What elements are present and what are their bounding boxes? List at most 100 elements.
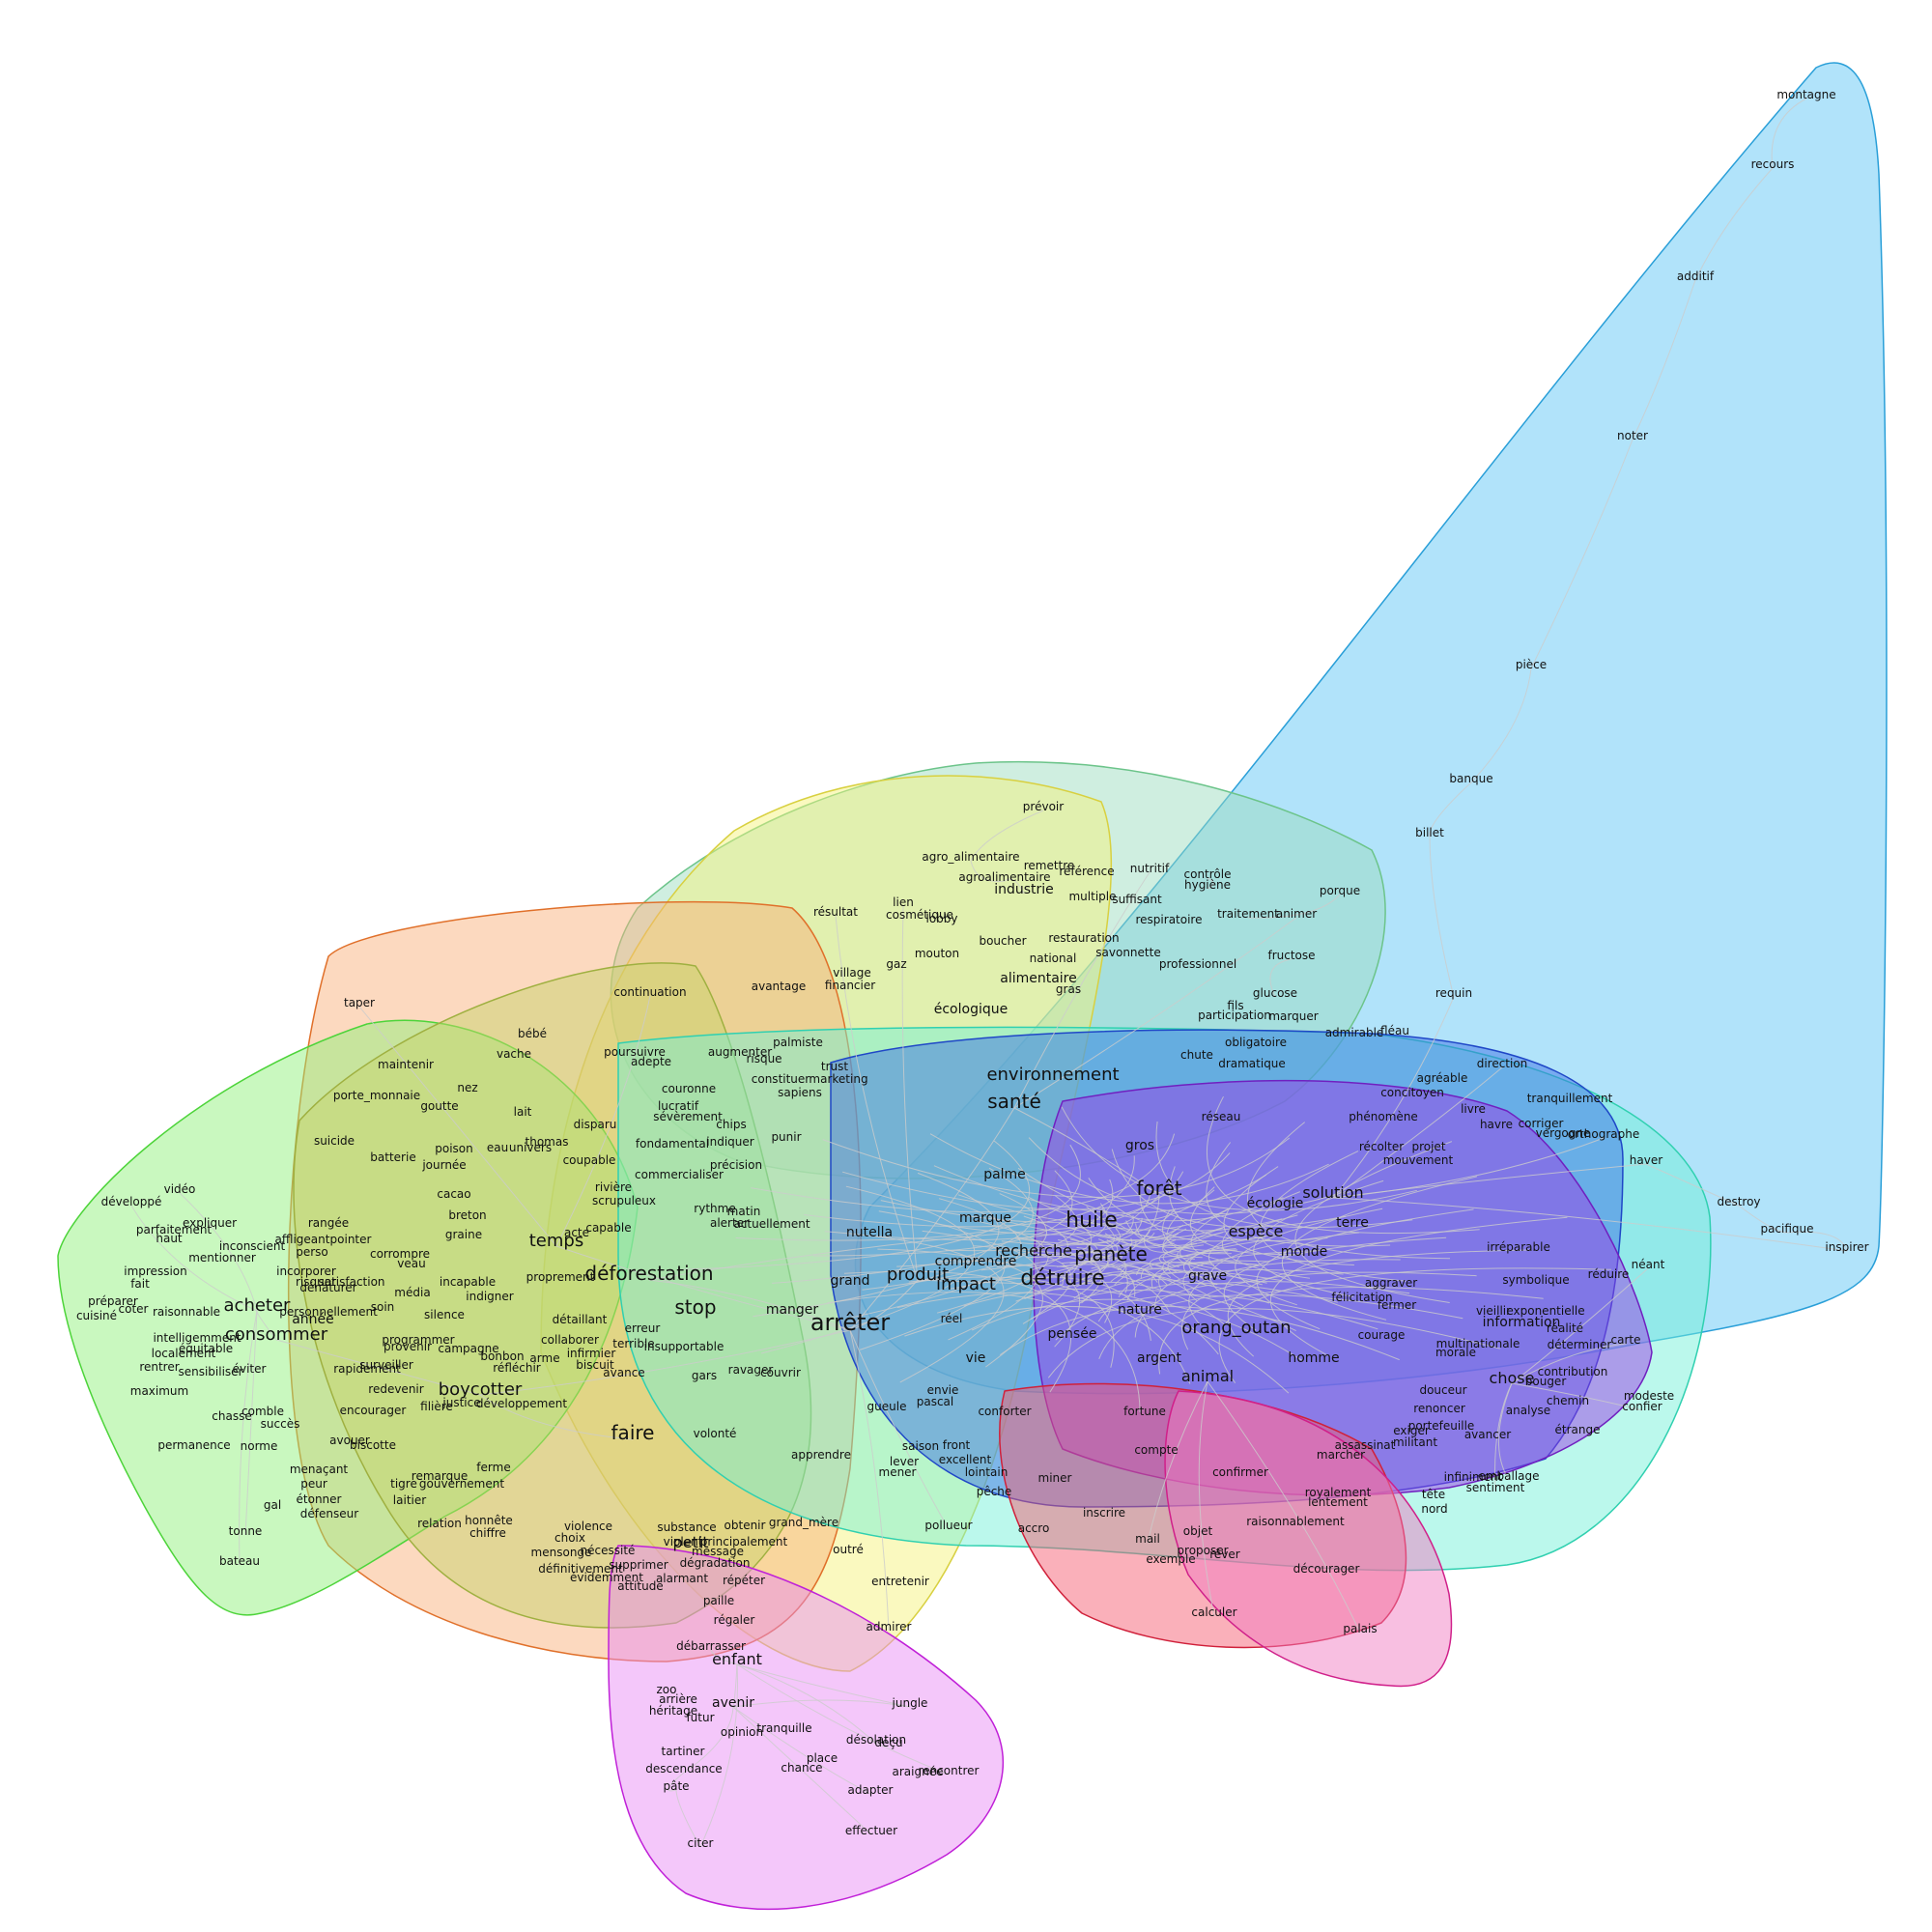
network-edge (1235, 1208, 1383, 1306)
network-edge (1151, 1262, 1258, 1290)
word-label: gaz (886, 957, 906, 971)
word-label: tigre (390, 1477, 417, 1491)
network-edge (1155, 1121, 1413, 1229)
word-label: référence (1059, 865, 1114, 878)
network-edge (732, 1706, 871, 1795)
word-label: étrange (1555, 1423, 1601, 1436)
word-label: infirmier (567, 1347, 616, 1360)
network-edge (1069, 1232, 1155, 1247)
word-label: univers (509, 1141, 552, 1154)
network-edge (849, 1279, 919, 1331)
word-label: inconscient (219, 1239, 286, 1253)
word-label: erreur (625, 1321, 661, 1335)
word-label: lointain (965, 1465, 1009, 1479)
word-label: détruire (1020, 1266, 1104, 1291)
network-edge (736, 1663, 911, 1708)
word-label: marketing (809, 1072, 867, 1086)
word-label: orang_outan (1181, 1318, 1291, 1338)
word-label: pollueur (924, 1519, 972, 1532)
network-edge (772, 1167, 1034, 1284)
word-label: impact (936, 1274, 996, 1294)
network-edge (1247, 894, 1341, 919)
word-label: noter (1617, 429, 1648, 442)
word-label: couronne (662, 1082, 716, 1095)
network-edge (1004, 878, 1025, 895)
word-label: boucher (979, 934, 1026, 948)
word-label: palme (983, 1167, 1026, 1182)
word-label: avouer (329, 1434, 370, 1447)
word-label: réduire (1588, 1267, 1630, 1281)
network-edge (1114, 1268, 1225, 1286)
word-label: temps (529, 1231, 583, 1251)
word-label: inscrire (1083, 1506, 1125, 1520)
network-edge (970, 810, 1044, 862)
network-edge (244, 1310, 258, 1536)
word-label: biscotte (350, 1438, 396, 1452)
word-label: violent (664, 1535, 703, 1548)
word-label: fléau (1380, 1024, 1409, 1037)
word-label: pensée (1048, 1326, 1097, 1342)
word-label: sensibiliser (178, 1365, 242, 1378)
word-label: média (394, 1286, 430, 1299)
word-label: concitoyen (1380, 1086, 1444, 1099)
word-label: araignée (893, 1765, 944, 1778)
word-label: direction (1477, 1057, 1528, 1070)
word-label: animal (1181, 1367, 1234, 1385)
word-label: fait (130, 1277, 150, 1291)
word-label: sévèrement (653, 1110, 723, 1123)
word-label: laitier (393, 1493, 426, 1507)
word-label: chips (716, 1118, 746, 1131)
word-label: breton (448, 1208, 486, 1222)
word-label: grand (831, 1273, 870, 1289)
word-label: montagne (1776, 88, 1835, 101)
word-label: renoncer (1413, 1402, 1465, 1415)
word-label: manger (766, 1302, 819, 1318)
word-label: planète (1074, 1242, 1148, 1265)
network-edge (1332, 1197, 1848, 1252)
word-label: journée (421, 1158, 466, 1172)
word-label: lobby (925, 912, 957, 925)
network-edge (1055, 1294, 1378, 1341)
word-label: admirer (867, 1620, 912, 1634)
word-label: avantage (752, 980, 806, 993)
word-label: gars (692, 1369, 717, 1382)
word-label: incorporer (276, 1264, 336, 1278)
word-label: rentrer (139, 1360, 179, 1374)
word-label: nutella (846, 1225, 893, 1240)
word-label: indigner (466, 1290, 513, 1303)
word-label: commercialiser (635, 1168, 724, 1181)
word-label: terre (1336, 1215, 1369, 1231)
network-edge (1247, 1122, 1451, 1260)
word-label: orthographe (1568, 1127, 1639, 1141)
word-label: dramatique (1218, 1057, 1286, 1070)
network-edge (1088, 1178, 1283, 1232)
network-edge (843, 1270, 1072, 1393)
word-label: enfant (712, 1650, 762, 1668)
word-label: confirmer (1212, 1465, 1268, 1479)
word-label: mail (1135, 1532, 1160, 1546)
word-label: savonnette (1095, 946, 1160, 959)
word-label: avance (603, 1366, 644, 1379)
word-label: haver (1630, 1153, 1662, 1167)
word-label: contribution (1538, 1365, 1608, 1378)
network-edge (358, 1006, 557, 1247)
word-label: détaillant (553, 1313, 608, 1326)
word-label: félicitation (1331, 1291, 1392, 1304)
network-edge (1207, 1095, 1480, 1235)
network-edge (1332, 1066, 1503, 1199)
network-edge (1072, 1223, 1187, 1242)
word-label: grand_mère (769, 1516, 838, 1529)
word-label: gouvernement (419, 1477, 504, 1491)
network-edge (751, 1133, 1176, 1213)
word-label: irréparable (1487, 1240, 1550, 1254)
network-edge (732, 1663, 738, 1708)
word-label: déçu (874, 1736, 902, 1749)
network-edge (963, 1288, 1219, 1355)
network-edge (980, 1218, 1093, 1271)
word-label: palais (1343, 1622, 1377, 1635)
word-label: éviter (233, 1362, 267, 1376)
word-label: désolation (846, 1733, 906, 1747)
network-edge (732, 1699, 911, 1708)
word-label: choix (554, 1531, 585, 1545)
word-label: outré (833, 1543, 864, 1556)
